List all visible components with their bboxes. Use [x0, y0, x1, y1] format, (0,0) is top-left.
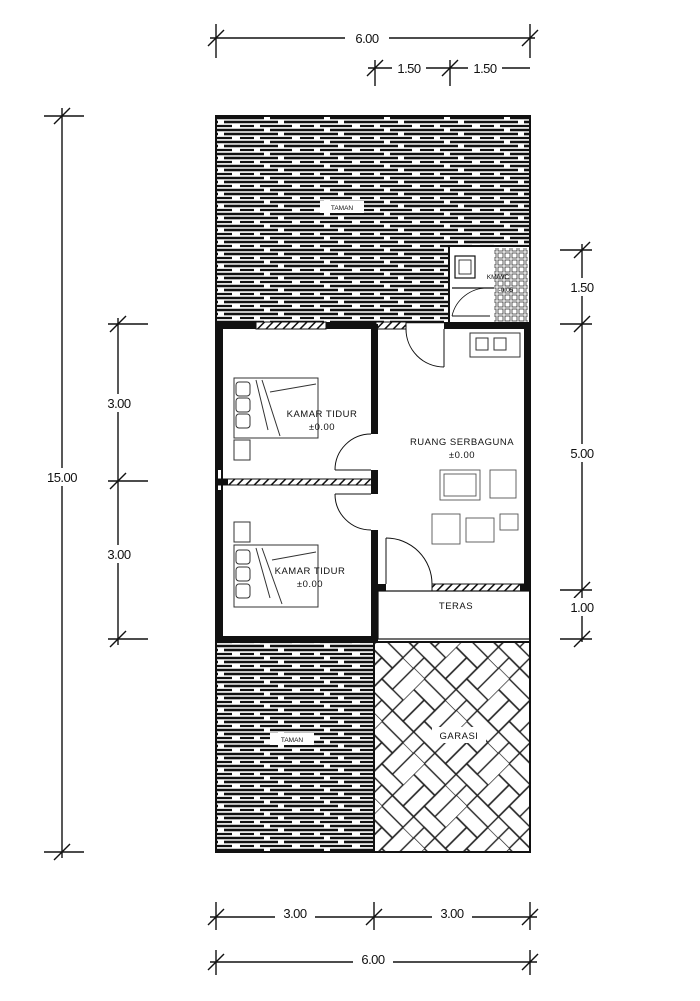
garden-bottom-label: TAMAN	[281, 737, 304, 744]
terrace-door-swing-icon	[385, 537, 433, 585]
living-room-level: ±0.00	[449, 450, 475, 461]
bathroom-door-swing-icon	[451, 287, 489, 317]
dim-bottom-left: 3.00	[283, 906, 307, 921]
bedroom1-label: KAMAR TIDUR	[287, 409, 358, 420]
dim-top-sub-left: 1.50	[397, 61, 421, 76]
dim-left-upper: 3.00	[107, 396, 131, 411]
bedroom2-label: KAMAR TIDUR	[275, 566, 346, 577]
dim-right-upper: 1.50	[570, 280, 594, 295]
dim-top-total: 6.00	[355, 31, 379, 46]
kitchen-counter-icon	[469, 332, 521, 358]
toilet-icon	[454, 255, 476, 279]
garage-label: GARASI	[440, 731, 479, 742]
living-door-swing-icon	[405, 328, 445, 368]
garden-top-label: TAMAN	[331, 205, 354, 212]
bedroom1-level: ±0.00	[309, 422, 335, 433]
door-swings	[334, 328, 445, 585]
terrace-floor	[377, 590, 531, 640]
dim-top-sub-right: 1.50	[473, 61, 497, 76]
right-dimension-lines	[560, 241, 592, 648]
living-room-label: RUANG SERBAGUNA	[410, 437, 514, 448]
bathroom-tiles	[494, 248, 528, 322]
sofa-set-icon	[431, 469, 519, 545]
bedroom2-level: ±0.00	[297, 579, 323, 590]
dim-right-lower: 1.00	[570, 600, 594, 615]
dim-left-lower: 3.00	[107, 547, 131, 562]
bedroom2-door-swing-icon	[334, 493, 372, 531]
garden-bottom	[216, 642, 374, 852]
dim-bottom-total: 6.00	[361, 952, 385, 967]
garage-paving	[374, 642, 530, 852]
dim-right-middle: 5.00	[570, 446, 594, 461]
bathroom-level: -0.05	[499, 287, 514, 294]
dim-bottom-right: 3.00	[440, 906, 464, 921]
dim-left-total: 15.00	[47, 470, 77, 485]
terrace-label: TERAS	[439, 601, 473, 612]
bathroom-label: KM/WC	[487, 274, 510, 281]
bedroom1-door-swing-icon	[334, 433, 372, 471]
bed-icon	[233, 521, 319, 608]
bed-icon	[233, 377, 319, 461]
